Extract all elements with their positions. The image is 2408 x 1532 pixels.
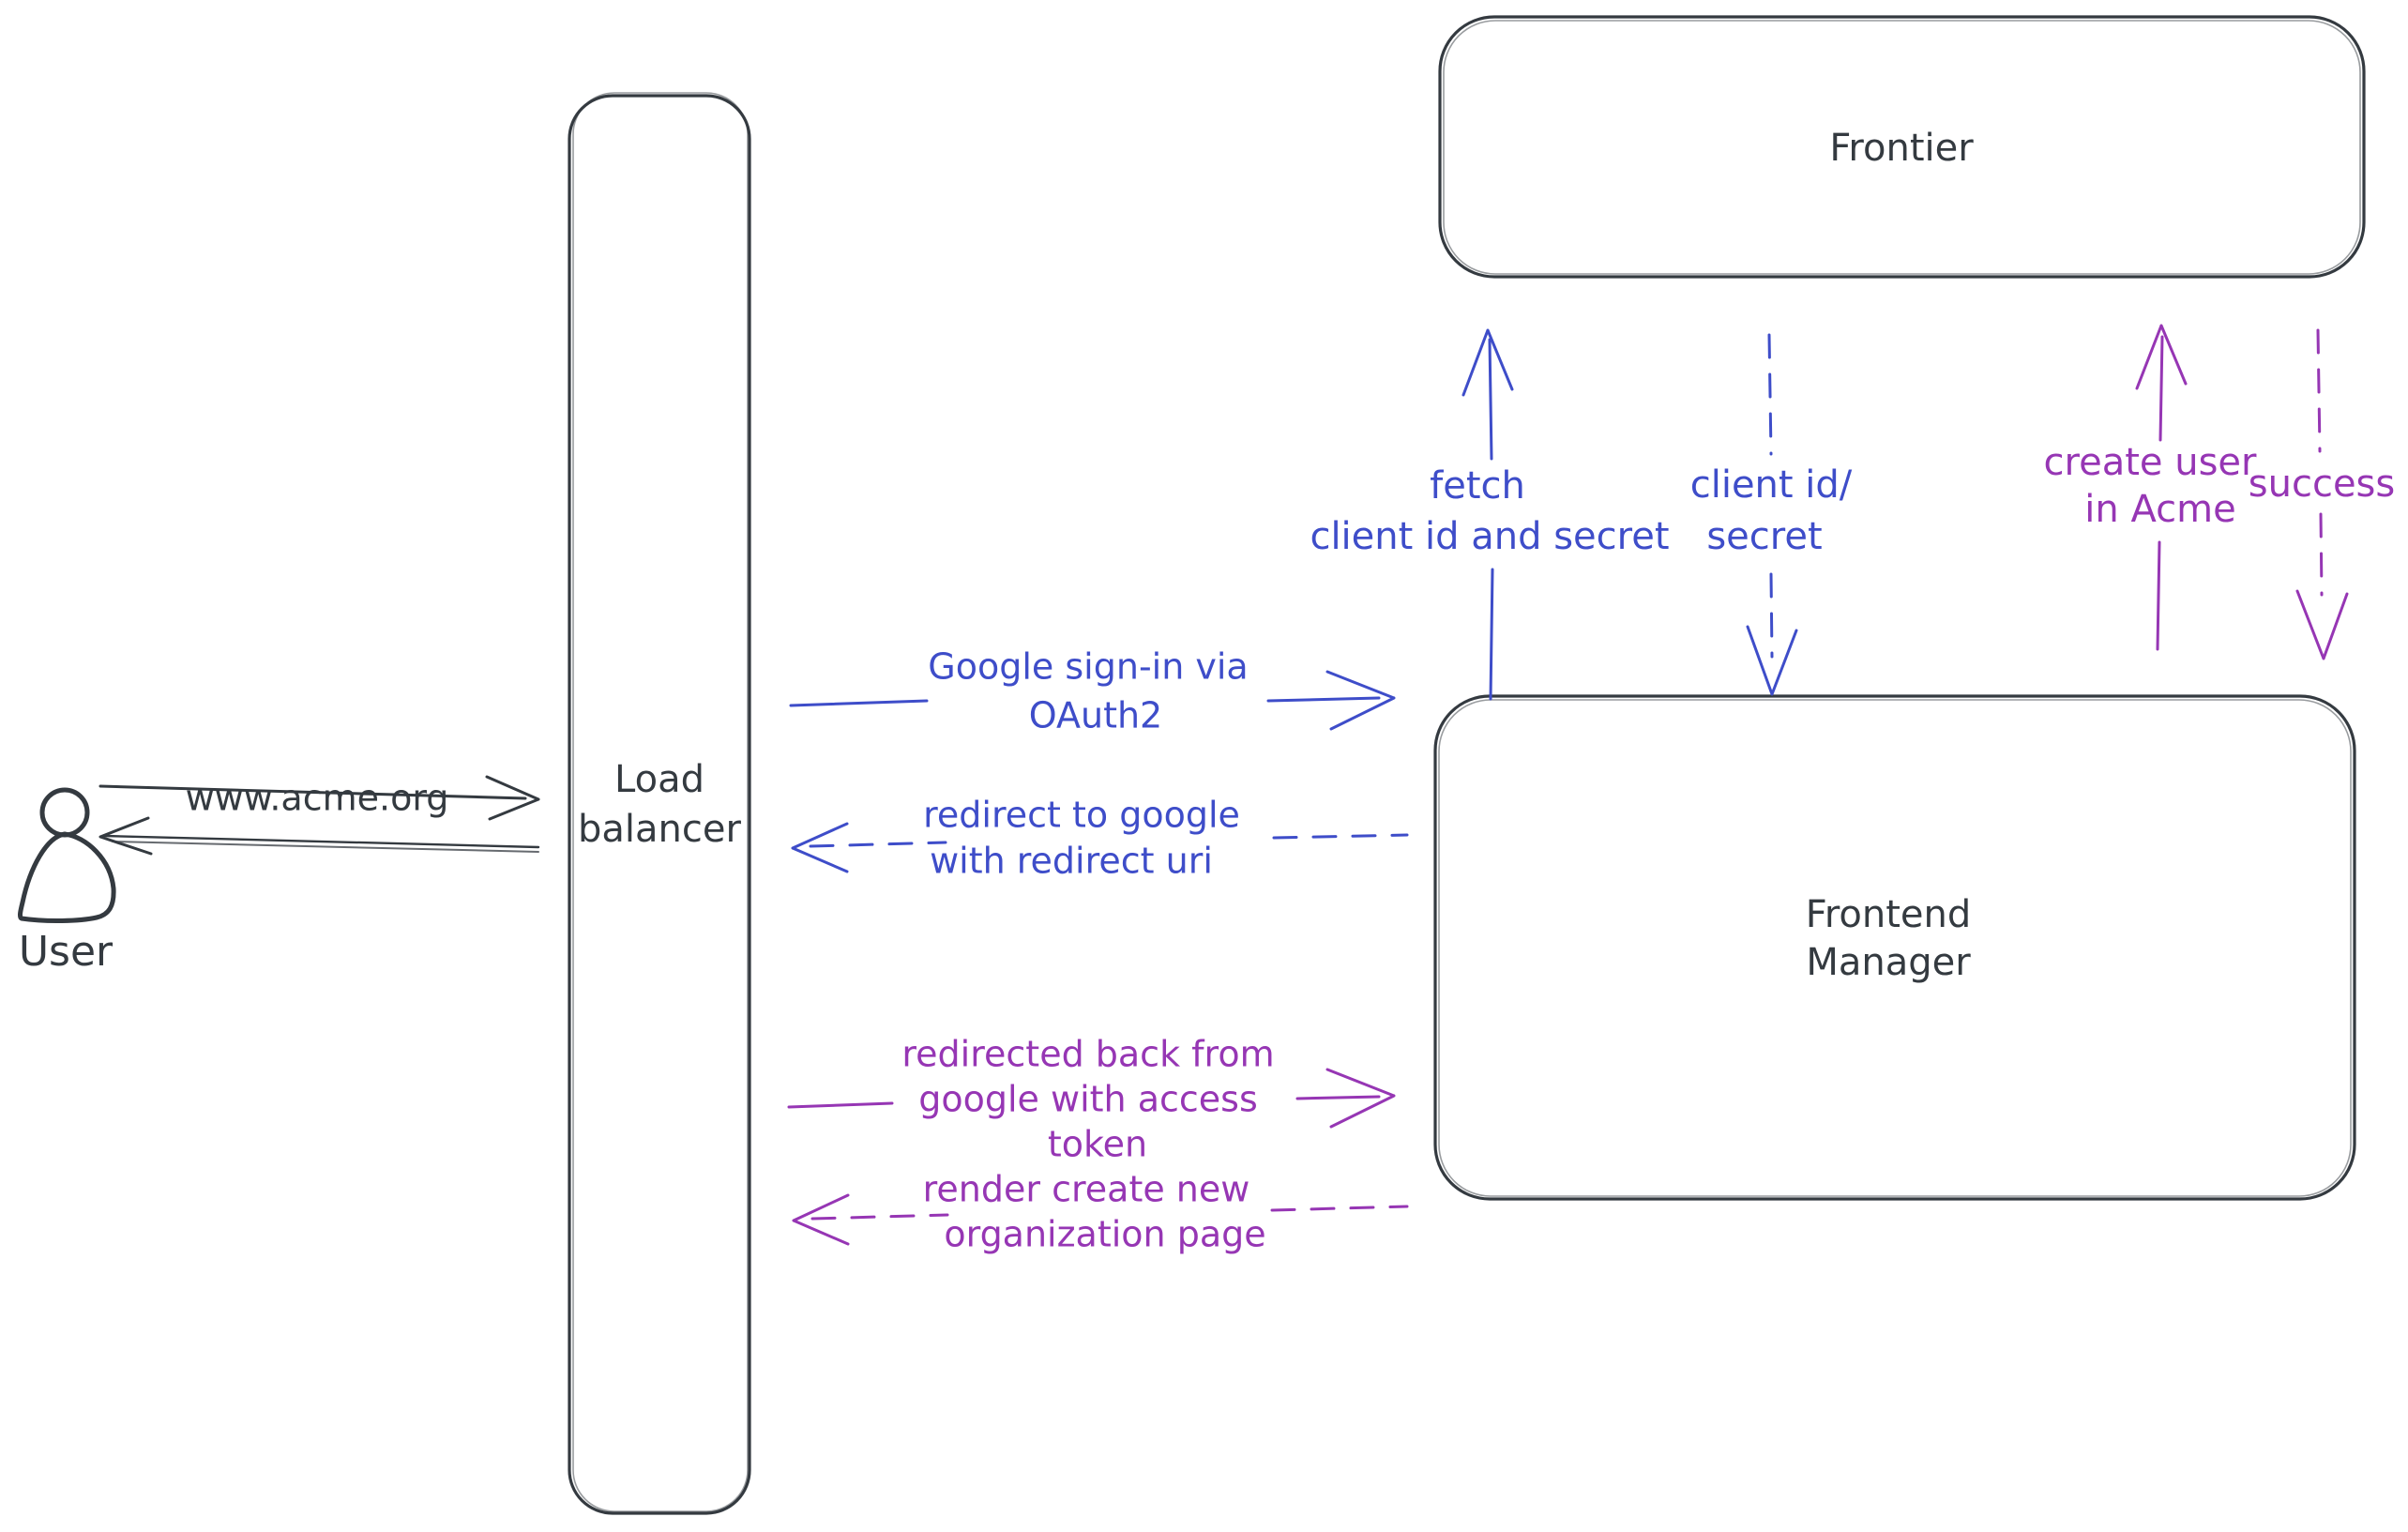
- node-load-balancer: Load balancer: [568, 92, 751, 1515]
- edge-label-line2: secret: [1706, 515, 1822, 558]
- frontier-label: Frontier: [1829, 127, 1974, 170]
- edge-label: success: [2249, 463, 2395, 506]
- edge-label-line2: in Acme: [2084, 488, 2235, 531]
- arrow-line: [2156, 540, 2161, 651]
- node-frontier: Frontier: [1438, 15, 2366, 279]
- arrow-line: [787, 1101, 894, 1109]
- frontend-manager-box: [1433, 694, 2356, 1201]
- edge-label-line1: redirected back from: [901, 1034, 1274, 1075]
- edge-label-line2: organization page: [944, 1214, 1265, 1255]
- arrow-head-left-icon: [791, 822, 849, 873]
- arrow-head-up-icon: [2135, 324, 2188, 390]
- arrow-head-down-icon: [2295, 589, 2349, 660]
- frontend-manager-box-echo: [1438, 699, 2352, 1197]
- arrow-head-down-icon: [1746, 625, 1798, 696]
- arrow-line: [1488, 338, 1493, 461]
- arrow-line: [809, 841, 947, 848]
- user-actor: User: [17, 787, 116, 976]
- arrow-line: [98, 784, 527, 800]
- edge-label-line1: client id/: [1690, 463, 1853, 507]
- edge-label-line1: Google sign-in via: [928, 646, 1248, 688]
- edge-label-line2: google with access: [918, 1079, 1258, 1120]
- arrow-line: [1295, 1095, 1381, 1100]
- arrow-head-right-icon: [1325, 1068, 1396, 1129]
- arrow-line: [2158, 335, 2164, 442]
- edge-label-line2: client id and secret: [1310, 515, 1669, 558]
- edge-redirected-back: redirected back from google with access …: [787, 1034, 1396, 1165]
- arrow-head-left-icon: [98, 816, 153, 856]
- edge-label-line2: with redirect uri: [930, 841, 1213, 882]
- edge-client-id-secret: client id/ secret: [1690, 333, 1853, 696]
- edge-label-line1: fetch: [1430, 464, 1525, 508]
- edge-label-line2: OAuth2: [1029, 695, 1162, 736]
- arrow-head-right-icon: [485, 775, 540, 821]
- load-balancer-box: [568, 94, 751, 1515]
- user-label: User: [19, 928, 114, 976]
- edge-fetch-client-id-secret: fetch client id and secret: [1310, 328, 1670, 701]
- arrow-line: [789, 699, 929, 707]
- node-frontend-manager: Frontend Manager: [1433, 694, 2356, 1201]
- arrow-line: [1272, 833, 1409, 840]
- load-balancer-box-echo: [572, 92, 749, 1512]
- arrow-line: [2316, 328, 2322, 453]
- edge-label-line1: render create new: [923, 1169, 1250, 1210]
- user-head-icon: [39, 787, 90, 838]
- arrow-line: [1767, 333, 1773, 456]
- arrow-line: [103, 834, 540, 849]
- arrow-line: [810, 1213, 949, 1221]
- arrow-line: [1489, 568, 1494, 701]
- edge-label-line3: token: [1048, 1124, 1147, 1165]
- edge-success: success: [2249, 328, 2395, 660]
- frontend-manager-label-line1: Frontend: [1806, 893, 1972, 936]
- arrow-head-left-icon: [792, 1193, 850, 1246]
- edge-label-line1: create user: [2044, 441, 2257, 484]
- arrow-line: [2319, 512, 2324, 597]
- user-body-icon: [17, 831, 116, 924]
- load-balancer-label-line2: balancer: [578, 808, 741, 851]
- arrow-line: [1769, 572, 1774, 659]
- arrow-line-echo: [112, 841, 539, 853]
- arrow-head-up-icon: [1461, 328, 1514, 397]
- edge-label: www.acme.org: [186, 778, 449, 819]
- edge-render-org-page: render create new organization page: [792, 1169, 1409, 1255]
- frontier-box: [1438, 15, 2366, 279]
- edge-redirect-to-google: redirect to google with redirect uri: [791, 795, 1409, 882]
- arrow-head-right-icon: [1325, 670, 1396, 731]
- frontier-box-echo: [1443, 20, 2361, 275]
- edge-www-acme-request: www.acme.org: [98, 775, 540, 821]
- frontend-manager-label-line2: Manager: [1806, 941, 1971, 984]
- edge-google-signin: Google sign-in via OAuth2: [789, 646, 1396, 736]
- edge-label-line1: redirect to google: [923, 795, 1240, 836]
- edge-create-user: create user in Acme: [2044, 324, 2257, 651]
- edge-response-to-user: [98, 816, 540, 856]
- arrow-line: [1270, 1205, 1409, 1212]
- load-balancer-label-line1: Load: [614, 758, 704, 801]
- arrow-line: [1266, 696, 1381, 703]
